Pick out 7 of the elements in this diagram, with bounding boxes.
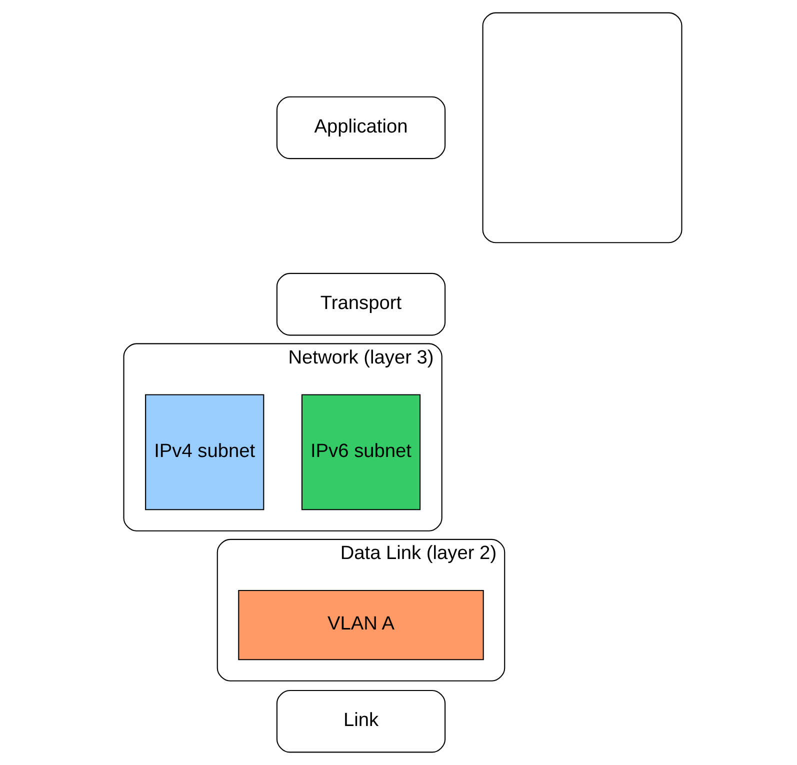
- node-box: VLAN A: [238, 590, 484, 660]
- node-box: Application: [276, 96, 446, 160]
- node-box: Transport: [276, 272, 446, 336]
- node-box: Link: [276, 690, 446, 753]
- node-box: IPv6 subnet: [301, 394, 421, 510]
- node-box: IPv4 subnet: [145, 394, 264, 510]
- node-box: [482, 12, 682, 244]
